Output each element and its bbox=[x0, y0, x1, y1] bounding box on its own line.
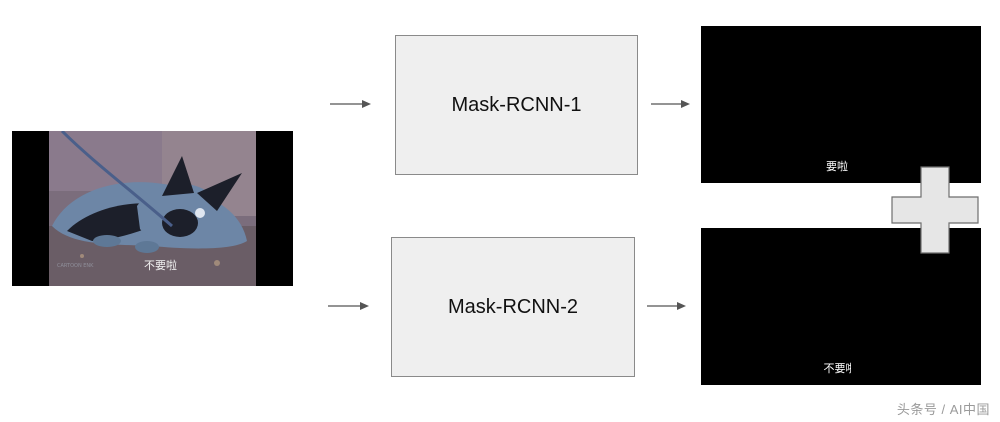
input-video-frame: CARTOON ENK 不要啦 bbox=[12, 131, 293, 286]
plus-icon bbox=[891, 166, 979, 254]
output-mask-text-2: 不要啦 bbox=[693, 360, 981, 376]
model-label-1: Mask-RCNN-1 bbox=[451, 93, 582, 116]
output-mask-text-2-main: 不要 bbox=[823, 362, 846, 375]
model-box-1: Mask-RCNN-1 bbox=[395, 35, 638, 175]
arrow-to-model-2 bbox=[328, 302, 369, 310]
output-mask-text-2-partial: 啦 bbox=[846, 360, 851, 376]
output-mask-text-1: 要啦 bbox=[826, 160, 848, 173]
cartoon-dog-image bbox=[12, 131, 293, 286]
arrow-to-output-1 bbox=[651, 100, 690, 108]
model-box-2: Mask-RCNN-2 bbox=[391, 237, 635, 377]
arrow-to-model-1 bbox=[330, 100, 371, 108]
output-mask-1: 要啦 bbox=[701, 26, 981, 183]
output-mask-2: 不要啦 bbox=[701, 228, 981, 385]
arrow-to-output-2 bbox=[647, 302, 686, 310]
channel-logo: CARTOON ENK bbox=[57, 263, 94, 269]
watermark: 头条号 / AI中国 bbox=[896, 402, 990, 417]
model-label-2: Mask-RCNN-2 bbox=[448, 295, 578, 318]
input-subtitle-text: 不要啦 bbox=[144, 259, 177, 272]
